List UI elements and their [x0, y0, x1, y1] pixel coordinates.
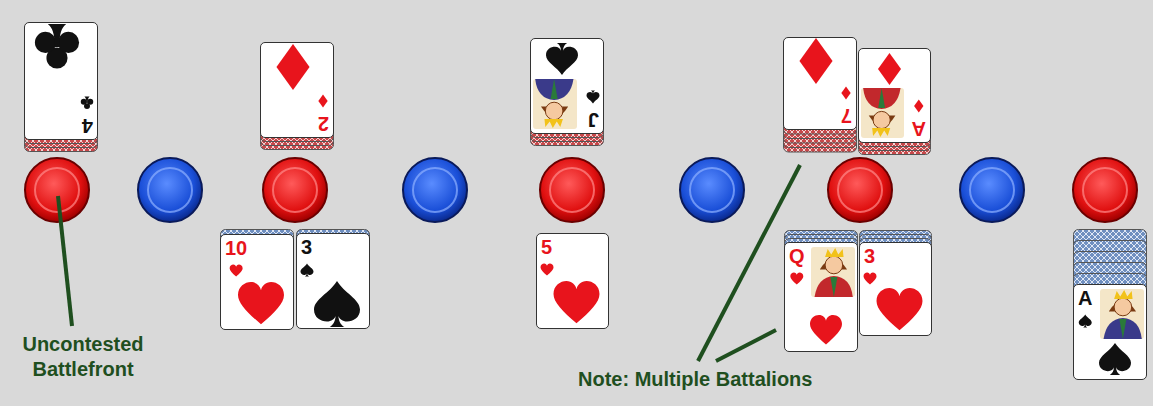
suit-symbol — [276, 44, 309, 90]
chip — [828, 158, 892, 222]
chip-ring — [838, 168, 882, 212]
chip — [1073, 158, 1137, 222]
suit-symbol — [864, 273, 877, 285]
card-rank: 3 — [864, 244, 875, 268]
card-rank: A — [1078, 286, 1092, 310]
suit-symbol — [810, 315, 842, 344]
playing-card: 2 — [260, 42, 334, 138]
chip-ring — [690, 168, 734, 212]
chip — [403, 158, 467, 222]
playing-card: Q — [784, 242, 858, 352]
card-rank: J — [588, 108, 599, 132]
chip — [680, 158, 744, 222]
chip — [263, 158, 327, 222]
chip-rim — [403, 158, 467, 222]
chip-rim — [138, 158, 202, 222]
chip-rim — [680, 158, 744, 222]
suit-symbol — [1079, 315, 1092, 328]
playing-card: A — [1073, 284, 1147, 380]
face-picture — [533, 79, 577, 129]
playing-card: J — [530, 38, 604, 134]
suit-symbol — [554, 281, 600, 323]
playing-card: 3 — [296, 233, 370, 329]
chip-rim — [540, 158, 604, 222]
suit-symbol — [546, 43, 578, 75]
suit-symbol — [877, 288, 923, 330]
suit-symbol — [318, 95, 327, 108]
card-rank: 5 — [541, 235, 552, 259]
chip-ring — [148, 168, 192, 212]
chip-rim — [960, 158, 1024, 222]
playing-card: A — [858, 48, 931, 143]
card-rank: Q — [789, 244, 805, 268]
leader-line — [716, 330, 776, 361]
suit-symbol — [35, 24, 79, 69]
playing-card: 10 — [220, 234, 294, 330]
suit-symbol — [238, 282, 284, 324]
playing-card: 3 — [859, 242, 932, 336]
chip — [25, 158, 89, 222]
chip — [540, 158, 604, 222]
chip — [960, 158, 1024, 222]
chip-rim — [25, 158, 89, 222]
leader-line — [58, 196, 72, 326]
chip-ring — [970, 168, 1014, 212]
chip-rim — [263, 158, 327, 222]
suit-symbol — [1099, 343, 1131, 375]
playing-card: 4 — [24, 22, 98, 140]
card-rank: 7 — [841, 104, 852, 128]
suit-symbol — [799, 38, 832, 84]
chips — [25, 158, 1137, 222]
card-rank: A — [912, 117, 926, 141]
card-backs — [25, 27, 1147, 369]
suit-symbol — [230, 265, 243, 277]
suit-symbol — [841, 87, 850, 100]
chip-ring — [273, 168, 317, 212]
annotation-label: Uncontested Battlefront — [8, 332, 158, 382]
playing-card: 7 — [783, 37, 857, 130]
card-rank: 3 — [301, 235, 312, 259]
suit-symbol — [301, 264, 314, 277]
card-rank: 4 — [82, 114, 93, 138]
suit-symbol — [81, 97, 93, 110]
chip-ring — [1083, 168, 1127, 212]
leader-lines — [58, 165, 800, 361]
face-picture — [811, 247, 855, 297]
card-rank: 2 — [318, 112, 329, 136]
annotation-label: Note: Multiple Battalions — [578, 367, 812, 392]
suit-symbol — [878, 53, 901, 85]
suit-symbol — [587, 91, 600, 104]
chip-rim — [828, 158, 892, 222]
chip-ring — [413, 168, 457, 212]
suit-symbol — [541, 264, 554, 276]
suit-symbol — [314, 281, 360, 327]
card-rank: 10 — [225, 236, 247, 260]
chip — [138, 158, 202, 222]
chip-ring — [35, 168, 79, 212]
chip-ring — [550, 168, 594, 212]
playing-card: 5 — [536, 233, 609, 329]
chip-rim — [1073, 158, 1137, 222]
face-picture — [861, 88, 904, 138]
suit-symbol — [914, 100, 923, 113]
suit-symbol — [790, 273, 803, 285]
face-picture — [1100, 289, 1144, 339]
